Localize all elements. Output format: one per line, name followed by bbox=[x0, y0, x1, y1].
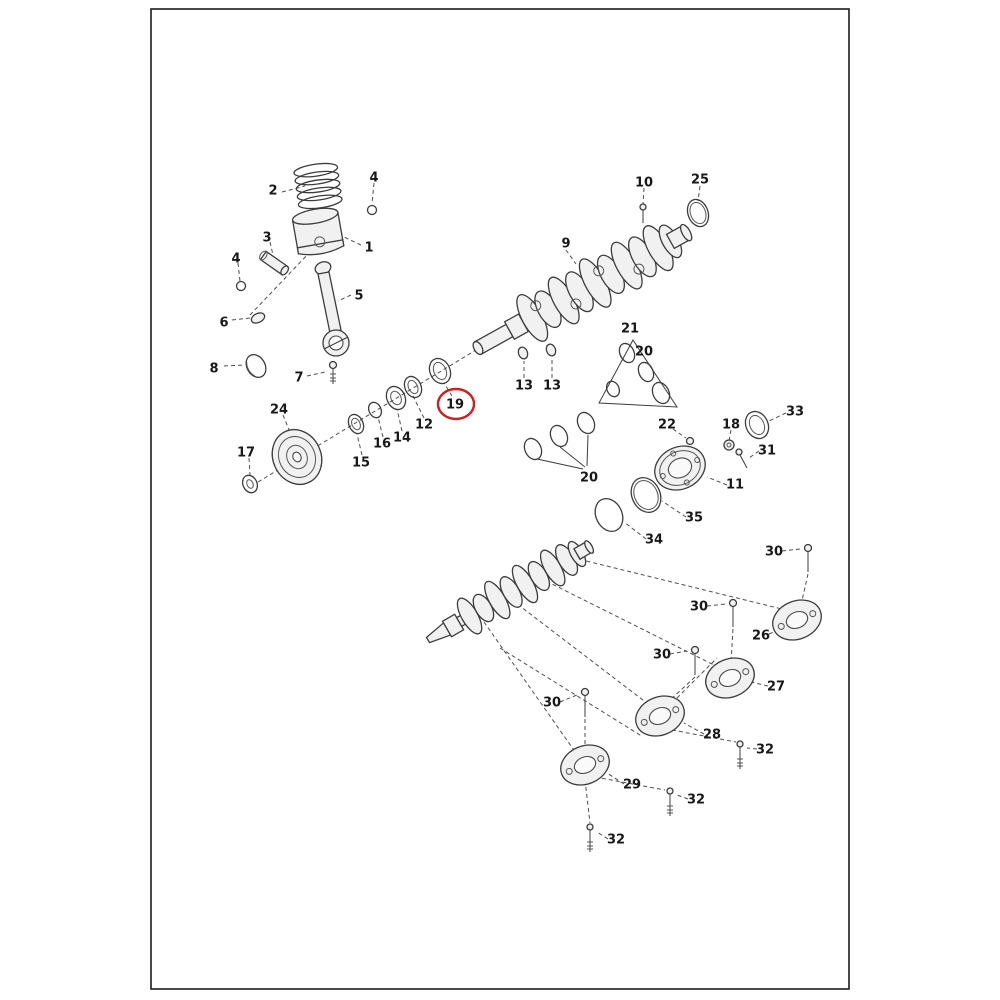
piston-pin bbox=[259, 250, 290, 276]
washer-17 bbox=[241, 474, 259, 494]
bolts-32 bbox=[586, 740, 744, 852]
part-label-20: 20 bbox=[635, 345, 653, 360]
part-label-22: 22 bbox=[658, 418, 676, 433]
part-label-8: 8 bbox=[209, 362, 218, 377]
pulley-24 bbox=[271, 429, 323, 485]
part-label-31: 31 bbox=[758, 444, 776, 459]
part-label-16: 16 bbox=[373, 437, 391, 452]
ring-15 bbox=[347, 413, 365, 435]
bearing-cap-28 bbox=[635, 695, 685, 737]
part-label-27: 27 bbox=[767, 680, 785, 695]
pin-clip-right bbox=[366, 204, 378, 216]
part-label-33: 33 bbox=[786, 405, 804, 420]
part-label-29: 29 bbox=[623, 778, 641, 793]
crankshaft-lower bbox=[425, 540, 595, 644]
part-label-3: 3 bbox=[262, 231, 271, 246]
bearing-cap-27 bbox=[705, 657, 755, 699]
bearing-cap-26 bbox=[772, 599, 822, 641]
part-label-32: 32 bbox=[687, 793, 705, 808]
part-label-11: 11 bbox=[726, 478, 744, 493]
ring-set-21 bbox=[598, 339, 678, 408]
part-label-9: 9 bbox=[561, 237, 570, 252]
part-label-28: 28 bbox=[703, 728, 721, 743]
connecting-rod bbox=[314, 261, 350, 357]
plug-18 bbox=[723, 439, 735, 451]
leader-lines-lower bbox=[483, 548, 809, 840]
part-label-4: 4 bbox=[369, 171, 378, 186]
part-label-24: 24 bbox=[270, 403, 288, 418]
part-label-19: 19 bbox=[446, 398, 464, 413]
part-label-14: 14 bbox=[393, 431, 411, 446]
bearing-carrier-11 bbox=[654, 445, 706, 491]
part-label-26: 26 bbox=[752, 629, 770, 644]
part-label-34: 34 bbox=[645, 533, 663, 548]
ring-16 bbox=[367, 401, 383, 419]
part-label-5: 5 bbox=[354, 289, 363, 304]
part-label-30: 30 bbox=[690, 600, 708, 615]
part-label-7: 7 bbox=[294, 371, 303, 386]
crankshaft bbox=[472, 223, 693, 356]
part-label-18: 18 bbox=[722, 418, 740, 433]
key-13-right bbox=[545, 343, 557, 357]
rod-bearing-shell bbox=[245, 354, 267, 378]
snap-ring-34 bbox=[594, 497, 624, 533]
part-label-12: 12 bbox=[415, 418, 433, 433]
dowel-22 bbox=[685, 436, 695, 446]
part-label-13: 13 bbox=[543, 379, 561, 394]
part-label-30: 30 bbox=[543, 696, 561, 711]
part-label-4: 4 bbox=[231, 252, 240, 267]
part-label-30: 30 bbox=[653, 648, 671, 663]
part-label-2: 2 bbox=[268, 184, 277, 199]
part-label-17: 17 bbox=[237, 446, 255, 461]
part-label-32: 32 bbox=[756, 743, 774, 758]
bolt-31 bbox=[735, 448, 748, 469]
part-label-20: 20 bbox=[580, 471, 598, 486]
key-13-left bbox=[517, 346, 529, 360]
part-label-10: 10 bbox=[635, 176, 653, 191]
gasket-35 bbox=[630, 476, 662, 514]
seal-33 bbox=[744, 410, 770, 440]
part-label-6: 6 bbox=[219, 316, 228, 331]
gear-14 bbox=[385, 385, 407, 411]
cap-bolts-30 bbox=[580, 543, 813, 717]
bearing-set-20 bbox=[523, 411, 596, 470]
rod-bushing bbox=[250, 312, 266, 324]
piston bbox=[291, 207, 345, 256]
pin-clip-left bbox=[235, 280, 247, 292]
part-label-32: 32 bbox=[607, 833, 625, 848]
bearing-19 bbox=[428, 357, 452, 385]
part-label-30: 30 bbox=[765, 545, 783, 560]
snap-ring-25 bbox=[686, 198, 710, 228]
part-label-25: 25 bbox=[691, 173, 709, 188]
part-label-13: 13 bbox=[515, 379, 533, 394]
page-border bbox=[150, 8, 850, 990]
part-label-35: 35 bbox=[685, 511, 703, 526]
collar-12 bbox=[403, 375, 423, 399]
bearing-cap-29 bbox=[560, 744, 610, 786]
piston-rings bbox=[293, 162, 343, 210]
part-label-1: 1 bbox=[364, 241, 373, 256]
part-label-21: 21 bbox=[621, 322, 639, 337]
part-label-15: 15 bbox=[352, 456, 370, 471]
red-highlight-circle bbox=[436, 387, 476, 421]
rod-bolt bbox=[328, 360, 338, 384]
crank-bolt-10 bbox=[639, 203, 647, 223]
